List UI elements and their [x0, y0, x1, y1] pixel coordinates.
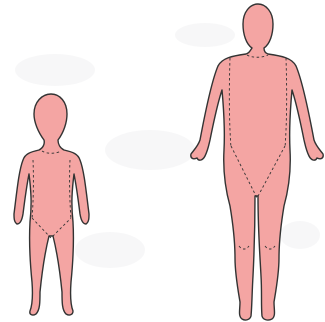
adult-body-outline [191, 4, 323, 320]
child-body-outline [14, 94, 89, 315]
adult-figure [191, 4, 323, 320]
child-figure [14, 94, 89, 315]
